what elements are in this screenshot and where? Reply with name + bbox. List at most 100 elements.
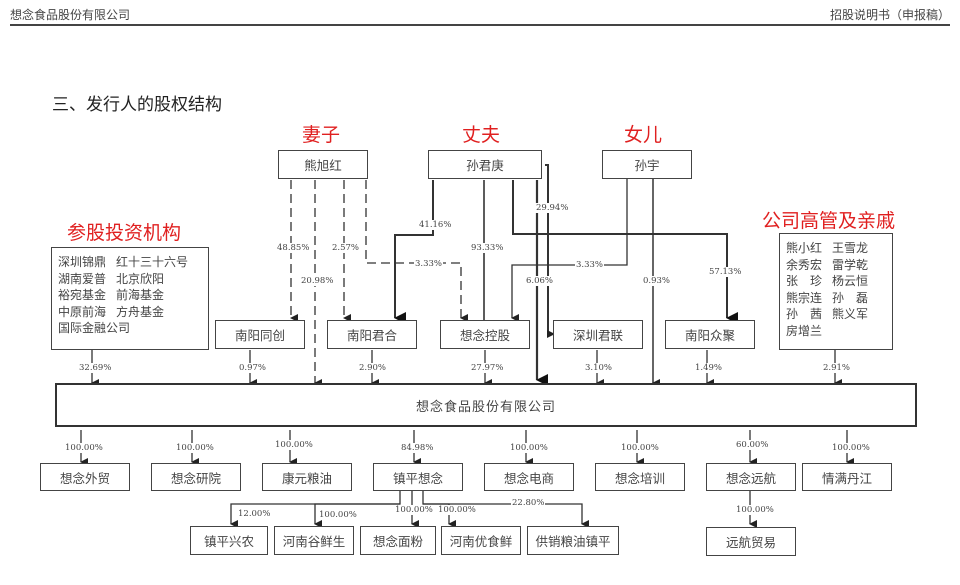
person-sun-yu: 孙宇 [602, 150, 692, 179]
pct-zhongju-main: 1.49% [694, 363, 724, 373]
person-sun-junqing: 孙君庚 [428, 150, 542, 179]
executive-name: 雷学乾 [832, 257, 869, 272]
shareholder-nanyang-zhongju: 南阳众聚 [665, 320, 755, 349]
pct-xiong-tongchuang: 48.85% [276, 243, 311, 253]
pct-junlian-main: 3.10% [584, 363, 614, 373]
line-zp-gongxiao [423, 503, 589, 528]
subsidiary-box: 想念研院 [151, 463, 241, 491]
zhenping-subsidiary-box: 想念面粉 [360, 526, 436, 555]
line-sun-junlian-a [545, 164, 555, 338]
pct-xiong-konggu: 3.33% [414, 259, 444, 269]
pct-sub-3: 100.00% [274, 440, 314, 450]
annotation-husband: 丈夫 [462, 124, 501, 146]
executives-row: 房增兰 [786, 323, 886, 340]
pct-sub-7: 60.00% [735, 440, 770, 450]
pct-zp-4: 100.00% [437, 505, 477, 515]
pct-sub-2: 100.00% [175, 443, 215, 453]
investors-row: 国际金融公司 [58, 320, 202, 337]
line-xiong-konggu [365, 180, 468, 322]
annotation-wife: 妻子 [302, 124, 341, 146]
pct-sun-junlian: 6.06% [525, 276, 555, 286]
investors-row: 深圳锦鼎红十三十六号 [58, 254, 202, 271]
investor-name: 方舟基金 [116, 304, 165, 319]
executives-row: 余秀宏雷学乾 [786, 257, 886, 274]
investor-name: 中原前海 [58, 304, 107, 319]
issuer-box: 想念食品股份有限公司 [55, 383, 917, 427]
subsidiary-box: 想念培训 [595, 463, 685, 491]
executive-name: 孙 磊 [832, 290, 869, 305]
executives-row: 孙 茜熊义军 [786, 306, 886, 323]
executive-name: 余秀宏 [786, 257, 823, 272]
executives-box: 熊小红王雪龙 余秀宏雷学乾 张 珍杨云恒 熊宗连孙 磊 孙 茜熊义军 房增兰 [779, 233, 893, 350]
line-sun-zhongju [512, 180, 738, 324]
shareholder-nanyang-junhe: 南阳君合 [327, 320, 417, 349]
pct-sunyu-main: 0.93% [642, 276, 672, 286]
investor-name: 北京欣阳 [116, 271, 165, 286]
pct-sub-6: 100.00% [620, 443, 660, 453]
line-zp-guxiansheng [314, 503, 400, 528]
header-document-type: 招股说明书（申报稿） [829, 8, 950, 22]
section-title: 三、发行人的股权结构 [52, 95, 222, 115]
pct-sun-konggu: 93.33% [470, 243, 505, 253]
executive-name: 熊宗连 [786, 290, 823, 305]
zhenping-subsidiary-box: 河南谷鲜生 [274, 526, 354, 555]
investors-box: 深圳锦鼎红十三十六号 湖南爱普北京欣阳 裕宛基金前海基金 中原前海方舟基金 国际… [51, 247, 209, 350]
subsidiary-box: 想念外贸 [40, 463, 130, 491]
investors-row: 湖南爱普北京欣阳 [58, 271, 202, 288]
subsidiary-box: 康元粮油 [262, 463, 352, 491]
pct-sub-5: 100.00% [509, 443, 549, 453]
pct-xiong-main: 20.98% [300, 276, 335, 286]
investors-row: 裕宛基金前海基金 [58, 287, 202, 304]
pct-konggu-main: 27.97% [470, 363, 505, 373]
pct-yuanhang-trade: 100.00% [735, 505, 775, 515]
executive-name: 王雪龙 [832, 241, 869, 255]
executive-name: 房增兰 [786, 323, 823, 338]
investor-name: 红十三十六号 [116, 255, 189, 269]
pct-zp-1: 12.00% [237, 509, 272, 519]
executive-name: 张 珍 [786, 274, 823, 288]
executive-name: 孙 茜 [786, 307, 823, 321]
line-sunyu-konggu [511, 178, 628, 322]
person-xiong-xuhong: 熊旭红 [278, 150, 368, 179]
zhenping-subsidiary-box: 河南优食鲜 [441, 526, 521, 555]
subsidiary-box: 镇平想念 [373, 463, 463, 491]
subsidiary-box: 想念电商 [484, 463, 574, 491]
investor-name: 前海基金 [116, 288, 165, 302]
investors-row: 中原前海方舟基金 [58, 304, 202, 321]
executive-name: 杨云恒 [832, 274, 869, 288]
zhenping-subsidiary-box: 供销粮油镇平 [527, 526, 619, 555]
executives-row: 熊小红王雪龙 [786, 240, 886, 257]
yuanhang-trade-box: 远航贸易 [706, 527, 796, 556]
annotation-executives: 公司高管及亲戚 [762, 210, 896, 232]
pct-sub-8: 100.00% [831, 443, 871, 453]
pct-zp-2: 100.00% [318, 510, 358, 520]
shareholder-xiangnian-konggu: 想念控股 [440, 320, 530, 349]
pct-sunyu-konggu: 3.33% [575, 260, 605, 270]
executives-row: 熊宗连孙 磊 [786, 290, 886, 307]
investor-name: 裕宛基金 [58, 288, 107, 302]
annotation-investors: 参股投资机构 [67, 222, 182, 244]
pct-sub-4: 84.98% [400, 443, 435, 453]
pct-xiong-junhe: 2.57% [331, 243, 361, 253]
shareholder-nanyang-tongchuang: 南阳同创 [215, 320, 305, 349]
shareholder-shenzhen-junlian: 深圳君联 [553, 320, 643, 349]
investor-name: 国际金融公司 [58, 321, 131, 335]
pct-zp-3: 100.00% [394, 505, 434, 515]
pct-sun-main: 29.94% [535, 203, 570, 213]
header-rule [10, 24, 950, 26]
subsidiary-box: 想念远航 [706, 463, 796, 491]
investor-name: 深圳锦鼎 [58, 255, 107, 269]
pct-sub-1: 100.00% [64, 443, 104, 453]
pct-zp-5: 22.80% [511, 498, 546, 508]
executives-row: 张 珍杨云恒 [786, 273, 886, 290]
executive-name: 熊小红 [786, 241, 823, 255]
pct-tongchuang-main: 0.97% [238, 363, 268, 373]
pct-sun-junhe: 41.16% [418, 220, 453, 230]
pct-executives-main: 2.91% [822, 363, 852, 373]
investor-name: 湖南爱普 [58, 271, 107, 286]
line-sun-junhe [394, 180, 434, 324]
pct-sun-zhongju: 57.13% [708, 267, 743, 277]
subsidiary-box: 情满丹江 [802, 463, 892, 491]
executive-name: 熊义军 [832, 307, 869, 321]
zhenping-subsidiary-box: 镇平兴农 [190, 526, 268, 555]
